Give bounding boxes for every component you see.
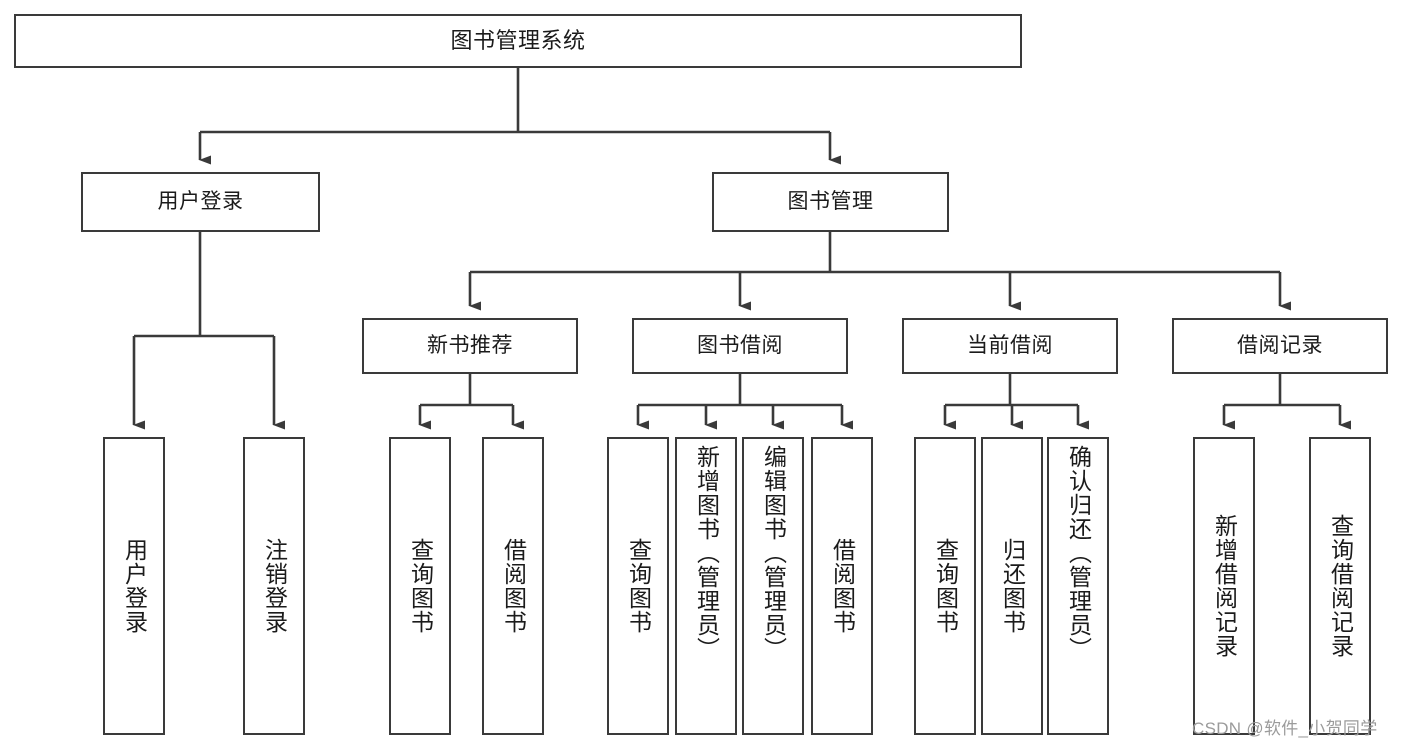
leaf-current-confirm-return-admin[interactable]: 确认归还（管理员） (1047, 437, 1109, 735)
leaf-borrow-add-book-admin[interactable]: 新增图书（管理员） (675, 437, 737, 735)
node-book-borrow[interactable]: 图书借阅 (632, 318, 848, 374)
node-label: 确认归还（管理员） (1065, 445, 1092, 661)
leaf-record-query-borrow-record[interactable]: 查询借阅记录 (1309, 437, 1371, 735)
node-label: 图书管理系统 (450, 28, 586, 54)
node-label: 借阅记录 (1237, 333, 1323, 357)
node-label: 新增图书（管理员） (693, 445, 720, 661)
node-label: 借阅图书 (500, 538, 527, 634)
node-label: 查询图书 (407, 538, 434, 634)
node-label: 用户登录 (157, 189, 244, 213)
node-label: 查询借阅记录 (1327, 514, 1354, 658)
node-label: 新书推荐 (427, 333, 513, 357)
leaf-user-login[interactable]: 用户登录 (103, 437, 165, 735)
node-label: 图书管理 (787, 189, 874, 213)
leaf-recommend-borrow-book[interactable]: 借阅图书 (482, 437, 544, 735)
leaf-user-logout[interactable]: 注销登录 (243, 437, 305, 735)
node-label: 查询图书 (625, 538, 652, 634)
node-new-book-recommend[interactable]: 新书推荐 (362, 318, 578, 374)
node-label: 当前借阅 (967, 333, 1053, 357)
node-label: 图书借阅 (697, 333, 783, 357)
leaf-recommend-query-book[interactable]: 查询图书 (389, 437, 451, 735)
csdn-watermark: CSDN @软件_小贺同学 (1192, 719, 1378, 738)
node-borrow-record[interactable]: 借阅记录 (1172, 318, 1388, 374)
node-book-management[interactable]: 图书管理 (712, 172, 949, 232)
node-label: 借阅图书 (829, 538, 856, 634)
node-label: 编辑图书（管理员） (760, 445, 787, 661)
leaf-record-add-borrow-record[interactable]: 新增借阅记录 (1193, 437, 1255, 735)
node-label: 注销登录 (261, 538, 288, 634)
node-root-system[interactable]: 图书管理系统 (14, 14, 1022, 68)
node-label: 查询图书 (932, 538, 959, 634)
node-current-borrow[interactable]: 当前借阅 (902, 318, 1118, 374)
node-label: 归还图书 (999, 538, 1026, 634)
leaf-borrow-borrow-book[interactable]: 借阅图书 (811, 437, 873, 735)
node-user-login[interactable]: 用户登录 (81, 172, 320, 232)
leaf-borrow-edit-book-admin[interactable]: 编辑图书（管理员） (742, 437, 804, 735)
leaf-current-return-book[interactable]: 归还图书 (981, 437, 1043, 735)
leaf-current-query-book[interactable]: 查询图书 (914, 437, 976, 735)
leaf-borrow-query-book[interactable]: 查询图书 (607, 437, 669, 735)
node-label: 新增借阅记录 (1211, 514, 1238, 658)
node-label: 用户登录 (121, 538, 148, 634)
